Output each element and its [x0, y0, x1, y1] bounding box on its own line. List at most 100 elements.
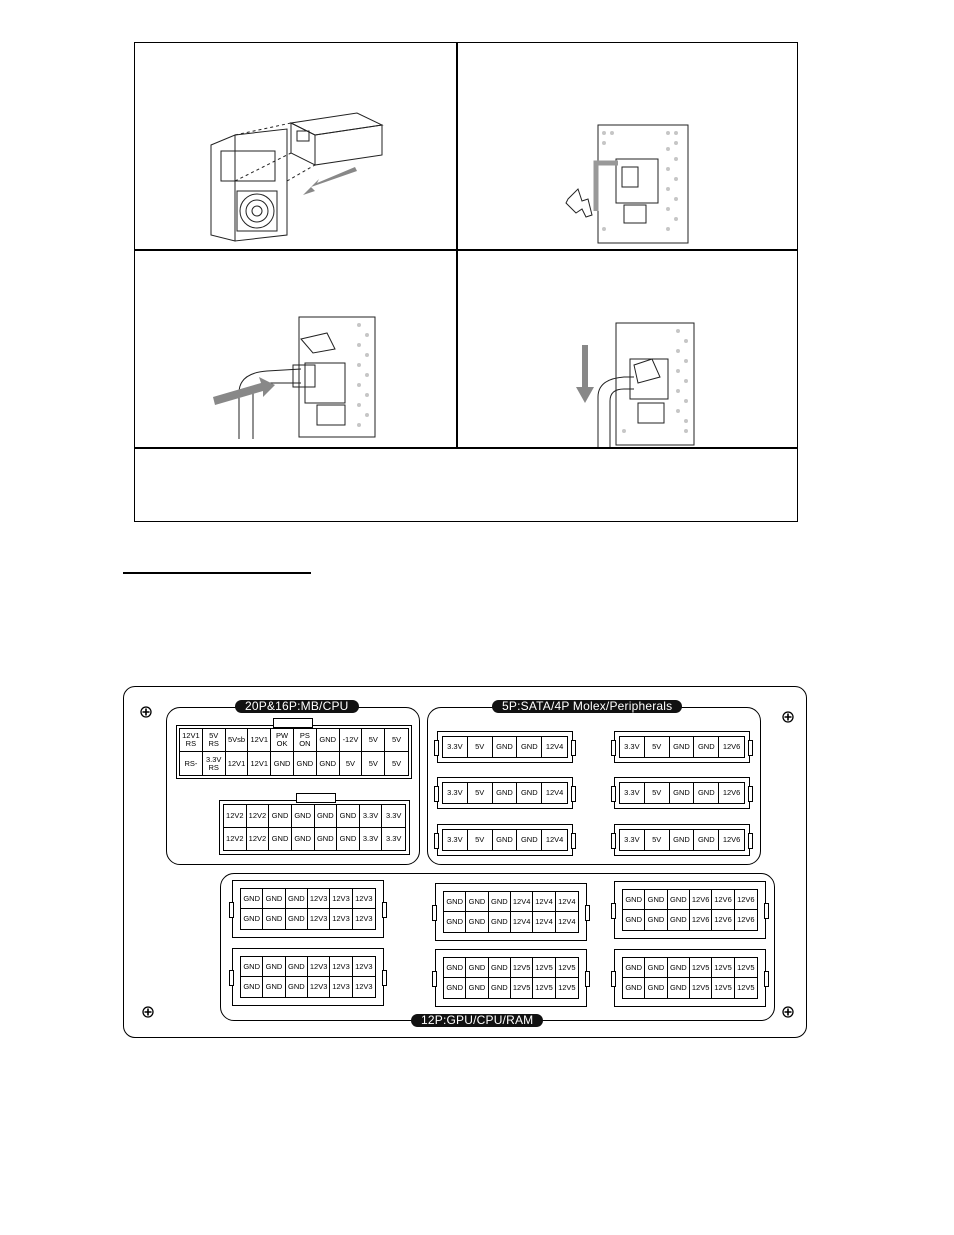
pin-label: 12V3	[352, 957, 375, 977]
pin-label: GND	[645, 958, 668, 978]
pin-label: GND	[241, 977, 264, 997]
pin-label: GND	[263, 909, 286, 929]
pin-label: GND	[444, 912, 467, 932]
pin-label: GND	[488, 958, 511, 978]
step-note-cell	[135, 447, 799, 523]
pin-label: GND	[241, 957, 264, 977]
section-heading-underline	[123, 572, 311, 574]
connector-side-key	[611, 833, 616, 849]
pin-label: 12V5	[734, 958, 757, 978]
pin-label: GND	[263, 889, 286, 909]
pin-label: 12V6	[722, 835, 741, 844]
pin-label: 12V6	[734, 890, 757, 910]
pin-label: GND	[493, 737, 518, 757]
plus-screw-icon	[782, 1006, 794, 1018]
pin-label: 12V5	[558, 983, 576, 992]
pin-label: 3.3V	[620, 737, 645, 757]
pin-label: GND	[466, 892, 489, 912]
pin-label: GND	[285, 889, 308, 909]
pin-label: 12V4	[545, 835, 564, 844]
pin-label: 5V	[645, 783, 670, 803]
group-sata-label: 5P:SATA/4P Molex/Peripherals	[492, 700, 683, 713]
pin-label: 12V3	[352, 889, 375, 909]
pin-label: GND	[667, 958, 690, 978]
pin-label: 12V4	[555, 892, 578, 912]
pin-label: 12V5	[533, 978, 556, 998]
plus-screw-icon	[142, 1006, 154, 1018]
connector-side-key	[432, 905, 437, 921]
pin-label: 5V RS	[202, 729, 226, 752]
pin-label: RS-	[180, 752, 203, 775]
pin-label: 12V3	[330, 957, 353, 977]
pin-label: 12V4	[511, 912, 534, 932]
pin-label: GND	[263, 977, 286, 997]
pin-label: 12V6	[722, 742, 741, 751]
pin-label: GND	[517, 830, 543, 850]
pin-label: 5V	[362, 752, 386, 775]
plus-screw-icon	[782, 711, 794, 723]
pin-label: 12V3	[330, 889, 353, 909]
connector-side-key	[611, 786, 616, 802]
pin-label: GND	[668, 910, 690, 930]
pin-label: GND	[286, 909, 308, 929]
pin-label: 5V	[340, 752, 363, 775]
pin-label: GND	[694, 783, 720, 803]
connector-side-key	[432, 971, 437, 987]
pin-label: GND	[670, 830, 695, 850]
connector-latch	[296, 793, 336, 803]
pin-label: GND	[269, 827, 292, 850]
pin-label: GND	[466, 912, 489, 932]
pin-label: GND	[444, 958, 467, 978]
pin-label: 12V3	[330, 977, 353, 997]
pin-label: 12V5	[511, 958, 534, 978]
pin-label: 12V2	[247, 827, 270, 850]
pin-label: 12V6	[690, 910, 713, 930]
pin-label: GND	[670, 737, 695, 757]
pin-label: 12V5	[690, 978, 713, 998]
grid-divider-row1	[135, 249, 797, 251]
pin-label: 5Vsb	[225, 729, 249, 752]
pin-label: 12V3	[308, 977, 331, 997]
pin-label: GND	[263, 957, 286, 977]
step-3-cell	[135, 249, 456, 447]
pin-label: GND	[517, 783, 543, 803]
connector-side-key	[229, 902, 234, 918]
connector-side-key	[748, 740, 753, 756]
connector-side-key	[434, 786, 439, 802]
pin-label: GND	[285, 957, 308, 977]
pin-label: 12V5	[712, 958, 735, 978]
pin-label: GND	[489, 912, 511, 932]
pin-label: 3.3V	[443, 783, 468, 803]
connector-side-key	[585, 905, 590, 921]
pin-label: GND	[269, 805, 292, 828]
pin-label: GND	[623, 958, 646, 978]
pin-label: GND	[444, 978, 467, 998]
connector-side-key	[571, 786, 576, 802]
pin-label: GND	[241, 909, 264, 929]
pin-label: 12V2	[246, 805, 270, 828]
pin-label: 12V5	[533, 958, 556, 978]
pin-label: GND	[271, 752, 294, 775]
pin-label: GND	[316, 729, 340, 752]
pin-label: 5V	[468, 830, 493, 850]
pin-label: GND	[488, 892, 511, 912]
pin-label: 12V5	[511, 978, 534, 998]
pin-label: 5V	[362, 729, 386, 752]
pin-label: 12V3	[308, 957, 331, 977]
pin-label: GND	[466, 958, 489, 978]
connector-side-key	[585, 971, 590, 987]
pin-label: GND	[466, 978, 489, 998]
pin-label: 12V5	[712, 978, 735, 998]
group-mb-cpu-label: 20P&16P:MB/CPU	[235, 700, 359, 713]
pin-label: GND	[241, 889, 264, 909]
connector-side-key	[382, 902, 387, 918]
pin-label: GND	[294, 752, 317, 775]
